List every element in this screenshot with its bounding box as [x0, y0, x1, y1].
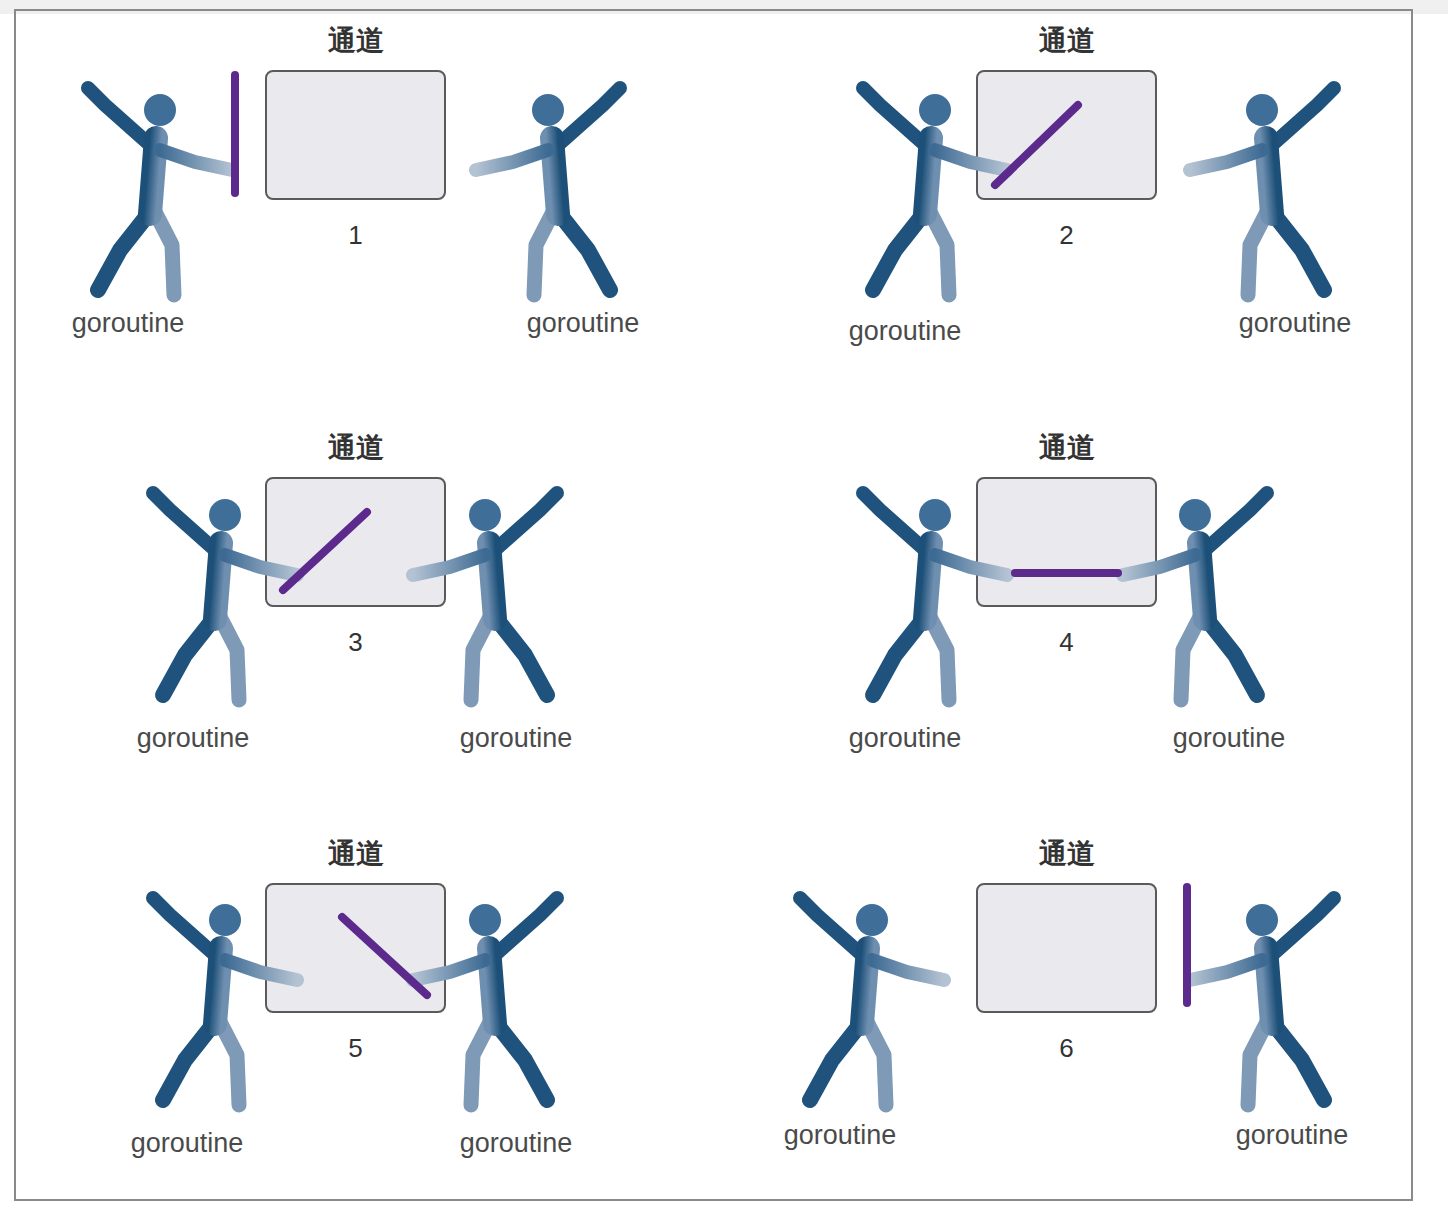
- step-number: 5: [348, 1033, 362, 1064]
- channel-title: 通道: [1039, 22, 1095, 60]
- baton: [342, 917, 427, 995]
- baton: [231, 75, 239, 193]
- baton: [1183, 887, 1191, 1003]
- channel-title: 通道: [1039, 835, 1095, 873]
- channel-box: 通道6: [976, 883, 1157, 1013]
- channel-box: 通道3: [265, 477, 446, 607]
- step-number: 2: [1059, 220, 1073, 251]
- channel-box: 通道1: [265, 70, 446, 200]
- top-strip: [0, 0, 1448, 14]
- channel-title: 通道: [328, 429, 384, 467]
- channel-title: 通道: [1039, 429, 1095, 467]
- outer-frame: [15, 10, 1412, 1200]
- channel-box: 通道4: [976, 477, 1157, 607]
- goroutine-label: goroutine: [849, 316, 962, 347]
- step-number: 3: [348, 627, 362, 658]
- goroutine-label: goroutine: [72, 308, 185, 339]
- channel-title: 通道: [328, 835, 384, 873]
- baton: [995, 105, 1078, 185]
- goroutine-label: goroutine: [527, 308, 640, 339]
- baton: [283, 512, 367, 590]
- goroutine-label: goroutine: [849, 723, 962, 754]
- goroutine-label: goroutine: [1236, 1120, 1349, 1151]
- channel-box: 通道5: [265, 883, 446, 1013]
- goroutine-label: goroutine: [1239, 308, 1352, 339]
- goroutine-label: goroutine: [1173, 723, 1286, 754]
- channel-box: 通道2: [976, 70, 1157, 200]
- goroutine-label: goroutine: [137, 723, 250, 754]
- goroutine-label: goroutine: [784, 1120, 897, 1151]
- step-number: 6: [1059, 1033, 1073, 1064]
- step-number: 1: [348, 220, 362, 251]
- goroutine-label: goroutine: [131, 1128, 244, 1159]
- step-number: 4: [1059, 627, 1073, 658]
- goroutine-label: goroutine: [460, 723, 573, 754]
- baton: [1015, 569, 1118, 577]
- goroutine-label: goroutine: [460, 1128, 573, 1159]
- channel-title: 通道: [328, 22, 384, 60]
